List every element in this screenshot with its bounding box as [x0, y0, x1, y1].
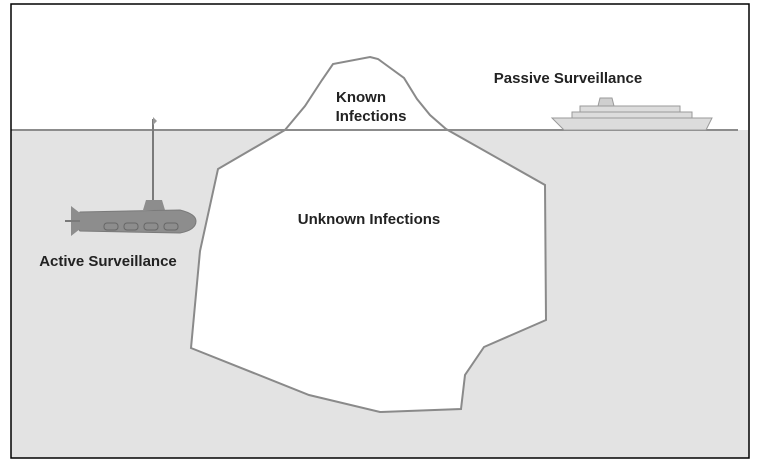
cruise-ship-icon: [550, 97, 713, 131]
iceberg-icon: [189, 55, 548, 414]
unknown-infections-label: Unknown Infections: [298, 211, 441, 228]
submarine-icon: [65, 117, 197, 236]
diagram-frame: [10, 3, 750, 459]
active-surveillance-label: Active Surveillance: [39, 253, 177, 270]
known-infections-label-line2: Infections: [336, 108, 407, 125]
known-infections-label-line1: Known: [336, 89, 386, 106]
passive-surveillance-label: Passive Surveillance: [494, 70, 642, 87]
